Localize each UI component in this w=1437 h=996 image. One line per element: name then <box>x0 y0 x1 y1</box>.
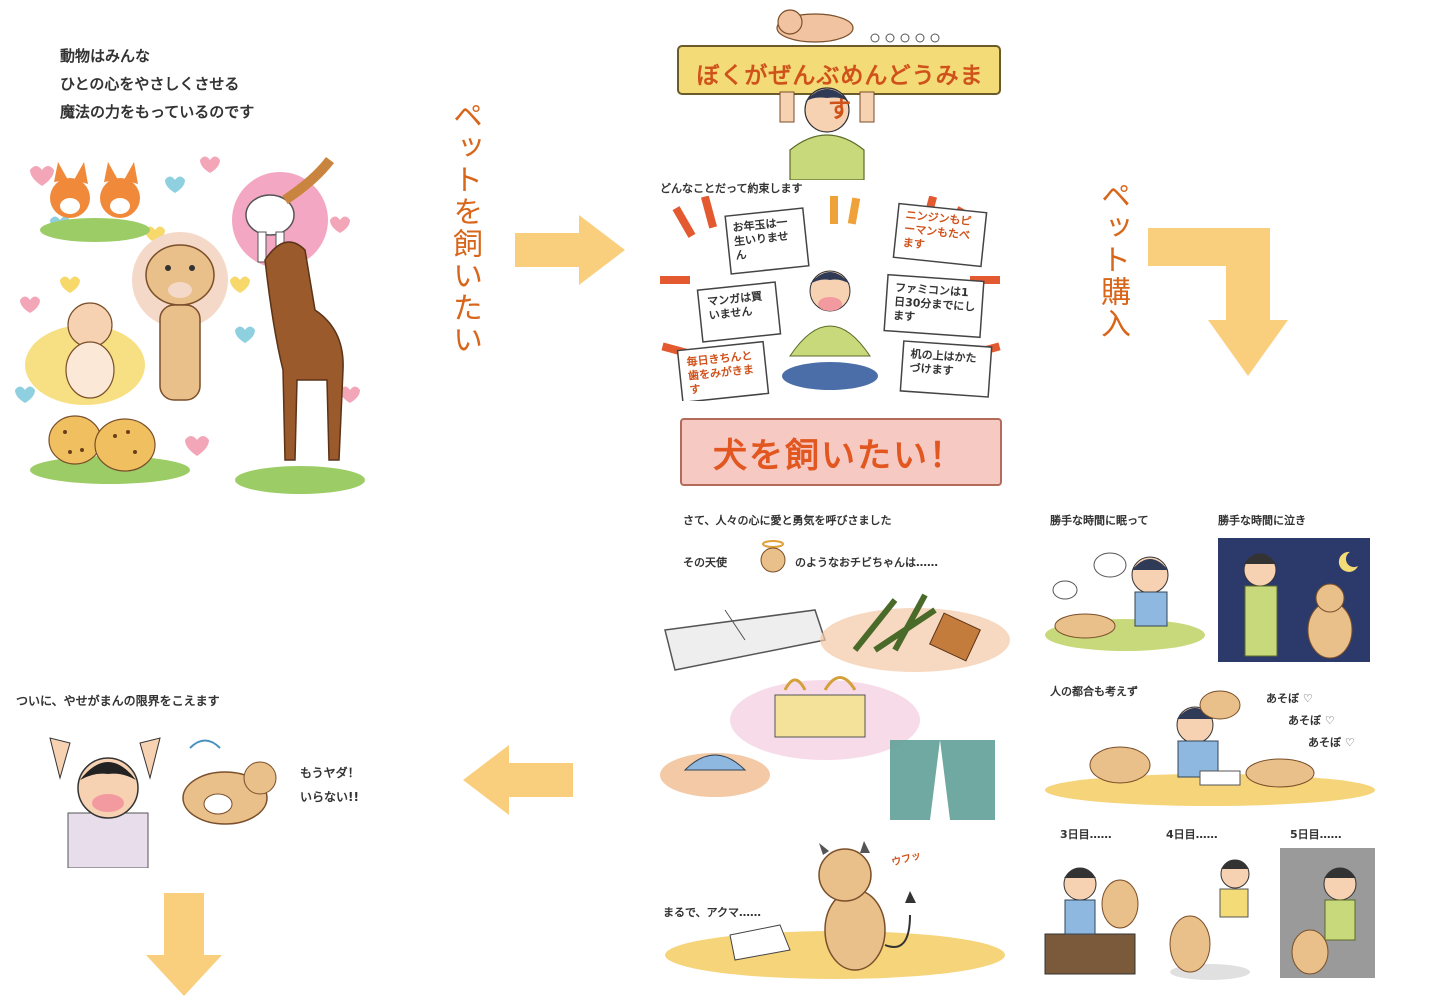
play-3: あそぼ ♡ <box>1308 736 1355 749</box>
speech-2: いらない!! <box>300 790 359 804</box>
intro-line-3: 魔法の力をもっているのです <box>60 103 255 121</box>
day-5: 5日目…… <box>1290 828 1342 841</box>
limit-caption: ついに、やせがまんの限界をこえます <box>16 694 220 708</box>
cry-caption: 勝手な時間に泣き <box>1218 514 1306 527</box>
intro-line-2: ひとの心をやさしくさせる <box>60 75 240 93</box>
footer-banner <box>680 418 1002 486</box>
day-3: 3日目…… <box>1060 828 1112 841</box>
banner-illustration <box>677 9 1001 180</box>
sleep-caption: 勝手な時間に眠って <box>1050 514 1149 527</box>
arrow-right-icon <box>515 215 625 285</box>
promise-subtitle: どんなことだって約束します <box>660 182 803 195</box>
chaos-panel: さて、人々の心に愛と勇気を呼びさました その天使 のようなおチビちゃんは…… <box>655 500 1020 990</box>
devil-puppy-illustration <box>665 841 1005 979</box>
footer-title: 犬を飼いたい！ <box>713 436 965 476</box>
arrow-left-icon <box>463 745 573 815</box>
limit-panel: ついに、やせがまんの限界をこえます もうヤダ！ いらない!! <box>0 680 420 880</box>
chaos-line-2b: のようなおチビちゃんは…… <box>795 556 938 569</box>
promise-panel: ぼくがぜんぶめんどうみます どんなことだって約束します <box>650 0 1010 495</box>
day-4: 4日目…… <box>1166 828 1218 841</box>
study-illustration <box>1045 690 1375 806</box>
chaos-line-1: さて、人々の心に愛と勇気を呼びさました <box>683 514 892 527</box>
mess-illustration <box>660 593 1010 820</box>
sign-2: ニンジンもピーマンもたべます <box>902 208 973 252</box>
intro-panel: 動物はみんな ひとの心をやさしくさせる 魔法の力をもっているのです <box>0 30 370 500</box>
devil-caption: まるで、アクマ…… <box>663 906 762 919</box>
days-illustration <box>1044 848 1375 980</box>
sign-1: お年玉は一生いりません <box>731 215 790 263</box>
buy-pet-label: ペット購入 <box>1095 180 1130 340</box>
intro-line-1: 動物はみんな <box>60 47 151 65</box>
play-1: あそぼ ♡ <box>1266 692 1313 705</box>
limit-illustration <box>49 737 277 868</box>
play-2: あそぼ ♡ <box>1288 714 1335 727</box>
speech-1: もうヤダ！ <box>300 766 360 780</box>
banner-title: ぼくがぜんぶめんどうみます <box>696 63 984 123</box>
chaos-line-2a: その天使 <box>683 556 727 569</box>
animals-illustration <box>15 156 365 494</box>
protest-illustration <box>660 196 1001 401</box>
sign-4: ファミコンは1日30分までにします <box>892 281 976 324</box>
sign-6: 机の上はかたづけます <box>909 347 977 378</box>
intro-text: 動物はみんな ひとの心をやさしくさせる 魔法の力をもっているのです <box>60 42 254 126</box>
sleep-cry-illustration <box>1045 538 1370 662</box>
arrow-down-right-icon <box>1148 228 1288 376</box>
ignore-caption: 人の都合も考えず <box>1050 685 1138 698</box>
sign-5: 毎日きちんと歯をみがきます <box>686 348 755 397</box>
angel-icon <box>760 540 786 573</box>
want-pet-label: ペットを飼いたい <box>447 100 482 356</box>
arrow-down-icon <box>146 893 222 996</box>
nuisance-panel: 勝手な時間に眠って 勝手な時間に泣き 人の都合も考えず あそぼ ♡ あそぼ ♡ … <box>1040 500 1380 990</box>
